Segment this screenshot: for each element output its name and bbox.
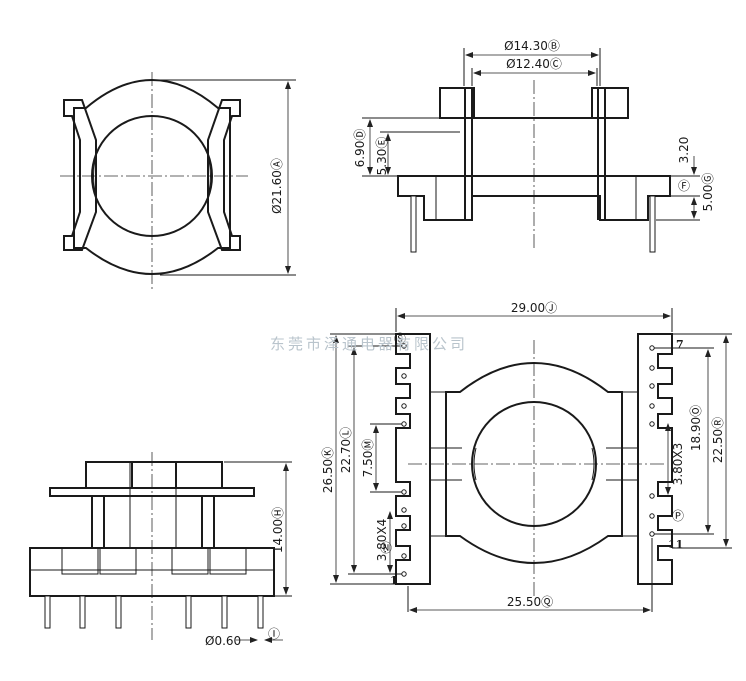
pin-side-marker: Ⓢ [394,332,406,346]
height-flange-label: 6.90Ⓓ [353,129,367,168]
top-view: Ø21.60Ⓐ [60,72,296,292]
front-view: 14.00Ⓗ Ø0.60 Ⓘ [29,452,292,648]
right-lower-label: 5.00Ⓖ [701,173,715,212]
width-top-label: 29.00Ⓙ [511,301,557,315]
pitch-left-label: 3.80X4 [375,519,389,562]
pin-7-label: 7 [676,338,684,351]
pitch-left-marker: Ⓝ [380,541,392,555]
right-f-label: Ⓕ [678,179,690,193]
height-label: 14.00Ⓗ [271,507,285,553]
bottom-view: 29.00Ⓙ 25.50Ⓠ 26.50Ⓚ 22.70Ⓛ 7.50Ⓜ 3.80X4… [321,301,732,613]
height-inner-label: 5.30Ⓔ [375,137,389,176]
height-inner-left-label: 22.70Ⓛ [339,427,353,473]
right-upper-label: 3.20 [677,137,691,164]
side-view-top: Ø14.30Ⓑ Ø12.40Ⓒ 6.90Ⓓ 5.30Ⓔ 3.20 Ⓕ 5.00Ⓖ [353,39,715,253]
pin-11-label: 11 [668,538,683,551]
width-bottom-label: 25.50Ⓠ [507,595,553,609]
pitch-right-label: 3.80X3 [671,443,685,486]
watermark: 东莞市泽通电器有限公司 [270,335,468,353]
right-marker-label: Ⓟ [672,509,684,523]
diameter-label: Ø21.60Ⓐ [270,158,284,214]
height-right-outer-label: 22.50Ⓡ [711,417,725,463]
width-outer-label: Ø14.30Ⓑ [504,39,560,53]
pin-diameter-label: Ø0.60 [205,634,241,648]
pin-marker-label: Ⓘ [268,627,280,641]
gap-left-label: 7.50Ⓜ [361,439,375,478]
height-right-inner-label: 18.90Ⓞ [689,405,703,451]
width-inner-label: Ø12.40Ⓒ [506,57,562,71]
pin-1-label: 1 [390,574,398,587]
height-outer-left-label: 26.50Ⓚ [321,447,335,493]
